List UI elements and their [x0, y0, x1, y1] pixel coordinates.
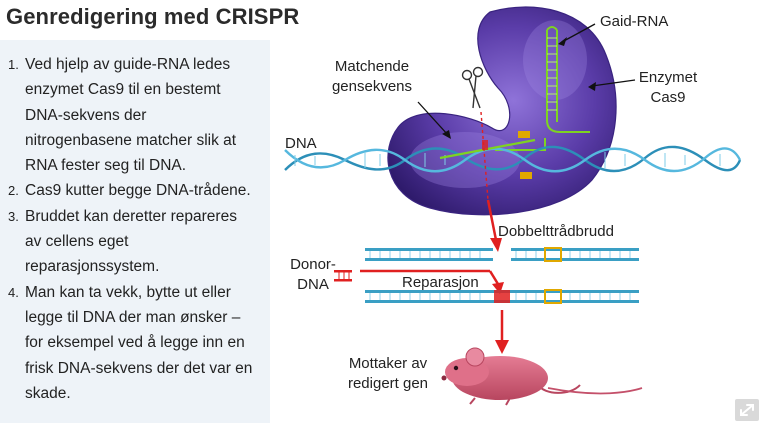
- step-line: for eksempel ved å legge inn en: [25, 334, 245, 352]
- dna-helix: [284, 145, 742, 173]
- dna-rungs: [294, 152, 721, 168]
- cas9-enzyme: [387, 6, 617, 216]
- step-number: 1.: [8, 57, 19, 72]
- double-break-label: Dobbelttrådbrudd: [498, 223, 614, 240]
- enzyme-label: Enzymet: [639, 69, 698, 86]
- cut-line: [480, 111, 489, 201]
- step-line: skade.: [25, 384, 71, 402]
- page-title: Genredigering med CRISPR: [6, 4, 300, 29]
- arrowhead: [588, 82, 596, 91]
- step-line: RNA fester seg til DNA.: [25, 157, 187, 175]
- pointer-lines: [417, 23, 636, 136]
- pam-marker: [520, 172, 532, 179]
- expand-icon: [740, 404, 754, 416]
- guide-rna: [495, 26, 590, 151]
- list-item: 1. Ved hjelp av guide-RNA ledes enzymet …: [8, 52, 266, 178]
- step-line: legge til DNA der man ønsker –: [25, 308, 241, 326]
- text-panel: [0, 40, 270, 423]
- guide-rna-rungs: [547, 37, 557, 111]
- donor-dna: [334, 270, 352, 282]
- step-line: nitrogenbasene matcher slik at: [25, 131, 237, 149]
- repaired-dna: [365, 289, 639, 304]
- recipient-label: redigert gen: [348, 375, 428, 392]
- enzyme-label: Cas9: [650, 89, 685, 106]
- scissors-icon: [461, 66, 484, 109]
- step-line: frisk DNA-sekvens der det var en: [25, 359, 253, 377]
- mouse-illustration: [441, 347, 643, 406]
- pam-marker: [518, 131, 530, 138]
- step-line: Bruddet kan deretter repareres: [25, 207, 237, 225]
- step-number: 3.: [8, 208, 19, 224]
- broken-dna: [365, 247, 639, 262]
- repair-arrow: [488, 270, 500, 285]
- step-line: enzymet Cas9 til en bestemt: [25, 81, 221, 99]
- donor-label: Donor-: [290, 256, 336, 273]
- crispr-diagram: Gaid-RNA Enzymet Cas9 Matchende gensekve…: [284, 6, 742, 406]
- arrowhead: [442, 130, 451, 139]
- matching-sequence-label: gensekvens: [332, 78, 412, 95]
- dna-label: DNA: [285, 135, 317, 152]
- list-item: 4. Man kan ta vekk, bytte ut eller legge…: [8, 280, 266, 406]
- arrowhead: [495, 340, 509, 354]
- step-number: 4.: [8, 284, 19, 300]
- steps-list: 1. Ved hjelp av guide-RNA ledes enzymet …: [8, 52, 266, 406]
- list-item: 3. Bruddet kan deretter repareres av cel…: [8, 204, 266, 280]
- step-line: reparasjonssystem.: [25, 258, 160, 276]
- matching-sequence-label: Matchende: [335, 58, 409, 75]
- step-number: 2.: [8, 183, 19, 199]
- repair-label: Reparasjon: [402, 274, 479, 291]
- arrowhead: [558, 37, 567, 46]
- step-line: DNA-sekvens der: [25, 106, 147, 124]
- cut-marker: [482, 140, 488, 150]
- recipient-label: Mottaker av: [349, 355, 428, 372]
- donor-label: DNA: [297, 276, 329, 293]
- step-line: Man kan ta vekk, bytte ut eller: [25, 283, 231, 301]
- guide-rna-label: Gaid-RNA: [600, 13, 668, 30]
- expand-button[interactable]: [735, 399, 759, 421]
- step-line: Ved hjelp av guide-RNA ledes: [25, 56, 231, 73]
- arrowhead: [490, 238, 502, 252]
- cas9-highlight: [523, 20, 587, 100]
- step-line: Cas9 kutter begge DNA-trådene.: [25, 182, 251, 200]
- step-line: av cellens eget: [25, 233, 129, 251]
- list-item: 2. Cas9 kutter begge DNA-trådene.: [8, 178, 266, 203]
- flow-arrow: [486, 199, 498, 241]
